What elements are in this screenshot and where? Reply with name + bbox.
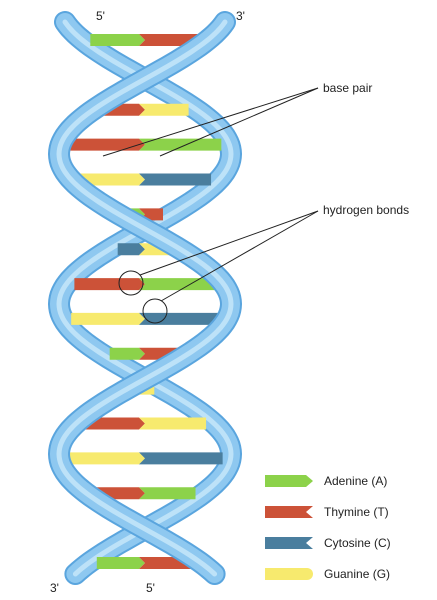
strand-end-bottom-right: 5' <box>146 581 155 595</box>
base-pair-5 <box>78 173 212 186</box>
base-right <box>139 487 196 500</box>
legend-item-adenine: Adenine (A) <box>265 474 387 488</box>
base-left <box>83 417 145 430</box>
hydrogen-bonds-pointer-2 <box>160 210 319 302</box>
strand-end-top-right: 3' <box>236 9 245 23</box>
legend-swatch-cytosine <box>265 537 313 549</box>
base-right <box>139 312 219 325</box>
strand-end-top-left: 5' <box>96 9 105 23</box>
base-left <box>90 34 145 46</box>
legend-label-adenine: Adenine (A) <box>324 474 387 488</box>
base-left <box>117 243 145 256</box>
legend-label-guanine: Guanine (G) <box>324 567 390 581</box>
base-pair-9 <box>71 312 219 325</box>
base-left <box>78 173 145 186</box>
legend-item-guanine: Guanine (G) <box>265 567 390 581</box>
hydrogen-bond-circle-2 <box>142 298 168 324</box>
legend-label-thymine: Thymine (T) <box>324 505 389 519</box>
base-left <box>109 347 145 360</box>
base-pair-1 <box>90 34 200 46</box>
backbone-strand-1-highlight <box>56 19 234 577</box>
base-pair-callout: base pair <box>102 81 372 157</box>
backbone-strand-front <box>47 11 243 585</box>
base-pair-pointer-2 <box>159 87 319 157</box>
base-pair-label: base pair <box>323 81 372 95</box>
base-left <box>67 452 145 465</box>
hydrogen-bonds-label: hydrogen bonds <box>323 203 409 217</box>
base-right <box>139 452 223 465</box>
base-left <box>68 138 145 151</box>
base-right <box>139 34 200 46</box>
legend-item-cytosine: Cytosine (C) <box>265 536 391 550</box>
base-pair-4 <box>68 138 222 151</box>
base-right <box>139 138 222 151</box>
base-pair-pointer-1 <box>102 87 319 157</box>
base-left <box>74 278 145 291</box>
base-right <box>139 417 207 430</box>
base-right <box>139 278 216 291</box>
hydrogen-bond-circle-1 <box>118 270 144 296</box>
base-pair-12 <box>83 417 207 430</box>
hydrogen-bonds-callout: hydrogen bonds <box>118 203 409 324</box>
legend-label-cytosine: Cytosine (C) <box>324 536 391 550</box>
strand-end-bottom-left: 3' <box>50 581 59 595</box>
base-pair-13 <box>67 452 223 465</box>
base-pair-8 <box>74 278 216 291</box>
legend-swatch-guanine <box>265 568 313 580</box>
hydrogen-bonds-pointer-1 <box>139 210 319 276</box>
base-left <box>96 557 145 569</box>
base-left <box>71 312 145 325</box>
legend-item-thymine: Thymine (T) <box>265 505 389 519</box>
legend: Adenine (A) Thymine (T) Cytosine (C) Guanin… <box>265 474 391 581</box>
legend-swatch-thymine <box>265 506 313 518</box>
backbone-strand-back <box>47 11 243 585</box>
legend-swatch-adenine <box>265 475 313 487</box>
base-right <box>139 103 189 116</box>
base-right <box>139 173 212 186</box>
backbone-strand-2-highlight <box>56 19 234 577</box>
